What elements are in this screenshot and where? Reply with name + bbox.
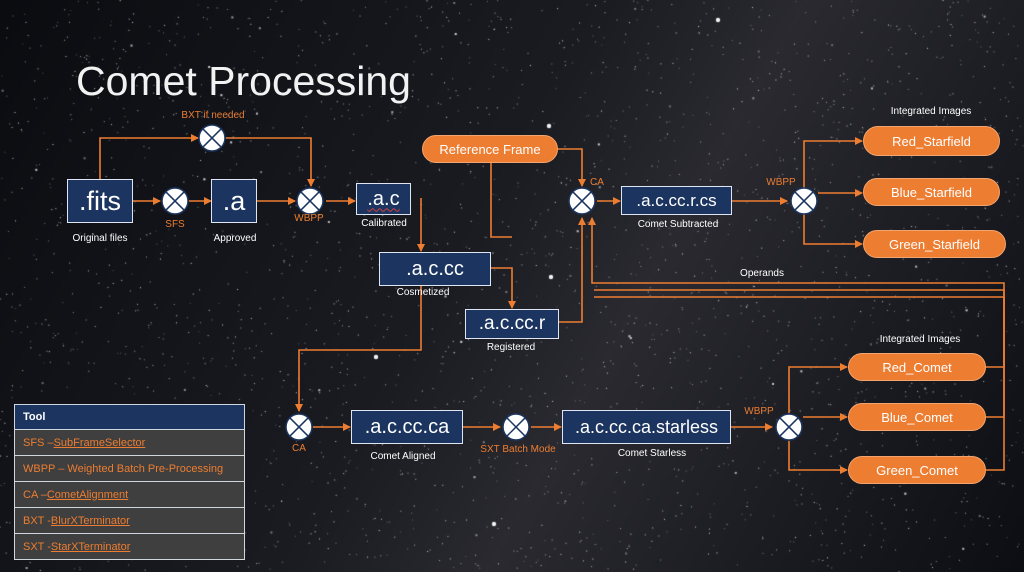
arrow-accc-to-ca-bottom (295, 286, 422, 412)
caption-registered: Registered (486, 342, 536, 353)
legend-row-sfs: SFS – SubFrameSelector (14, 430, 245, 456)
arrow-wbpp-bottom-to-green (788, 441, 848, 474)
op-sfs-circle-x-icon (161, 187, 189, 215)
op-ca-top-circle-x-icon (568, 187, 596, 215)
caption-original-files: Original files (72, 233, 128, 244)
operands-line-red (588, 217, 1005, 368)
box-a: .a (211, 179, 257, 223)
label-bxt-if-needed: BXT if needed (181, 110, 245, 121)
op-wbpp-1-circle-x-icon (296, 187, 324, 215)
pill-green-comet: Green_Comet (848, 456, 986, 484)
box-acccr: .a.c.cc.r (465, 309, 559, 339)
arrow-wbpp-top-to-red (803, 137, 863, 188)
label-wbpp-1: WBPP (294, 213, 324, 224)
arrow-ref-to-acccr (490, 163, 512, 238)
arrow-bxt-to-wbpp (226, 137, 315, 187)
arrow-accc-to-acccr (491, 267, 516, 309)
caption-approved: Approved (213, 233, 257, 244)
caption-integrated-top: Integrated Images (890, 106, 972, 117)
caption-integrated-bottom: Integrated Images (879, 334, 961, 345)
arrow-ref-to-ca-top (557, 148, 586, 187)
legend-header: Tool (14, 404, 245, 430)
caption-cosmetized: Cosmetized (396, 287, 450, 298)
label-sxt-batch: SXT Batch Mode (480, 444, 556, 455)
legend-abbr: BXT - (23, 514, 51, 527)
op-wbpp-top-circle-x-icon (790, 187, 818, 215)
page-title: Comet Processing (76, 58, 411, 104)
label-wbpp-top: WBPP (766, 177, 796, 188)
op-bxt-circle-x-icon (198, 124, 226, 152)
box-accccastarless: .a.c.cc.ca.starless (562, 410, 731, 444)
legend-abbr: WBPP – Weighted Batch Pre-Processing (23, 462, 224, 475)
legend-row-sxt: SXT - StarXTerminator (14, 534, 245, 560)
arrow-wbpp-top-to-green (803, 214, 863, 248)
caption-comet-aligned: Comet Aligned (370, 451, 436, 462)
arrow-fits-to-bxt (99, 134, 199, 180)
pill-blue-comet: Blue_Comet (848, 403, 986, 431)
pill-blue-starfield: Blue_Starfield (863, 178, 1000, 206)
pill-red-starfield: Red_Starfield (863, 126, 1000, 156)
box-accc: .a.c.cc (379, 252, 491, 286)
legend-row-ca: CA – CometAlignment (14, 482, 245, 508)
legend-link[interactable]: SubFrameSelector (53, 436, 146, 449)
box-fits: .fits (67, 179, 133, 223)
pill-red-comet: Red_Comet (848, 353, 986, 381)
op-ca-bottom-circle-x-icon (285, 413, 313, 441)
caption-calibrated: Calibrated (361, 218, 407, 229)
legend-link[interactable]: BlurXTerminator (50, 514, 130, 527)
box-acccrcs: .a.c.cc.r.cs (621, 186, 732, 215)
label-ca-top: CA (590, 177, 604, 188)
legend-abbr: CA – (23, 488, 47, 501)
legend-link[interactable]: StarXTerminator (50, 540, 131, 553)
box-ac-label: .a.c (367, 187, 400, 210)
caption-comet-starless: Comet Starless (617, 448, 687, 459)
op-sxt-circle-x-icon (502, 413, 530, 441)
label-ca-bottom: CA (292, 443, 306, 454)
label-sfs: SFS (165, 219, 185, 230)
op-wbpp-bottom-circle-x-icon (775, 413, 803, 441)
operation-nodes (161, 124, 818, 441)
operands-line-green (594, 296, 1005, 471)
tool-legend: Tool SFS – SubFrameSelector WBPP – Weigh… (14, 404, 245, 560)
pill-reference-frame: Reference Frame (422, 135, 558, 163)
caption-comet-subtracted: Comet Subtracted (637, 219, 719, 230)
caption-operands: Operands (740, 268, 784, 279)
legend-row-wbpp: WBPP – Weighted Batch Pre-Processing (14, 456, 245, 482)
legend-row-bxt: BXT - BlurXTerminator (14, 508, 245, 534)
legend-abbr: SXT - (23, 540, 51, 553)
pill-green-starfield: Green_Starfield (863, 230, 1006, 258)
arrow-acccr-to-ca-top (559, 217, 586, 323)
box-ac: .a.c (356, 183, 411, 215)
legend-abbr: SFS – (23, 436, 54, 449)
box-acccca: .a.c.cc.ca (351, 410, 463, 444)
label-wbpp-bottom: WBPP (744, 406, 774, 417)
legend-link[interactable]: CometAlignment (46, 488, 129, 501)
arrow-wbpp-bottom-to-red (788, 363, 848, 413)
